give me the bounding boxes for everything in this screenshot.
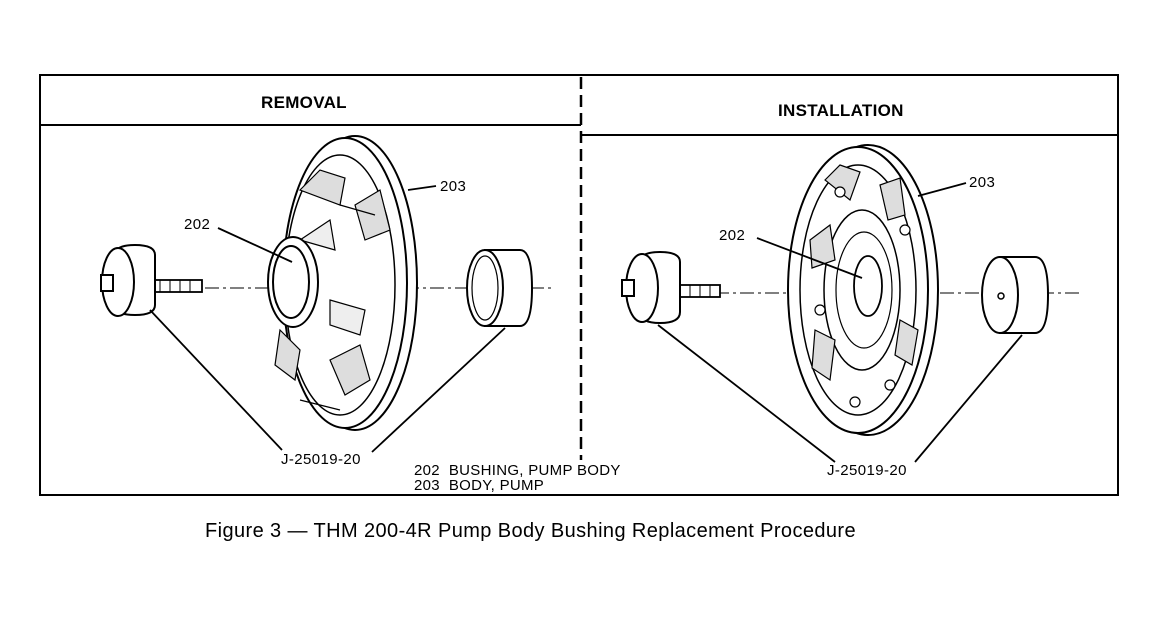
- removal-leader-tool-a: [149, 309, 283, 451]
- installation-leader-202: [756, 237, 863, 279]
- legend: 202 BUSHING, PUMP BODY 203 BODY, PUMP: [414, 463, 621, 493]
- removal-leader-202: [217, 227, 293, 263]
- figure-caption: Figure 3 — THM 200-4R Pump Body Bushing …: [205, 520, 857, 542]
- installation-callout-202: 202: [719, 227, 746, 244]
- removal-pump-body: [267, 135, 418, 431]
- removal-title: REMOVAL: [261, 93, 347, 112]
- installation-callout-203: 203: [969, 174, 996, 191]
- removal-leader-tool-b: [371, 327, 506, 453]
- installation-tool: [621, 250, 721, 325]
- legend-item: 202 BUSHING, PUMP BODY: [414, 462, 621, 479]
- installation-leader-tool-b: [914, 334, 1023, 463]
- installation-pump-body: [787, 144, 939, 436]
- installation-title: INSTALLATION: [778, 101, 904, 120]
- installation-leader-203: [917, 182, 967, 197]
- installation-callout-tool: J-25019-20: [827, 462, 907, 479]
- installation-illustration: [621, 144, 1080, 463]
- removal-callout-202: 202: [184, 216, 211, 233]
- installation-leader-tool-a: [657, 324, 836, 463]
- removal-tool: [100, 243, 203, 317]
- figure-frame: [39, 74, 1119, 496]
- legend-item: 203 BODY, PUMP: [414, 477, 545, 494]
- installation-driver-cup: [981, 256, 1050, 334]
- removal-callout-tool: J-25019-20: [281, 451, 361, 468]
- removal-bushing-sleeve: [466, 249, 534, 327]
- removal-callout-203: 203: [440, 178, 467, 195]
- removal-leader-203: [407, 185, 437, 191]
- removal-illustration: [100, 135, 555, 453]
